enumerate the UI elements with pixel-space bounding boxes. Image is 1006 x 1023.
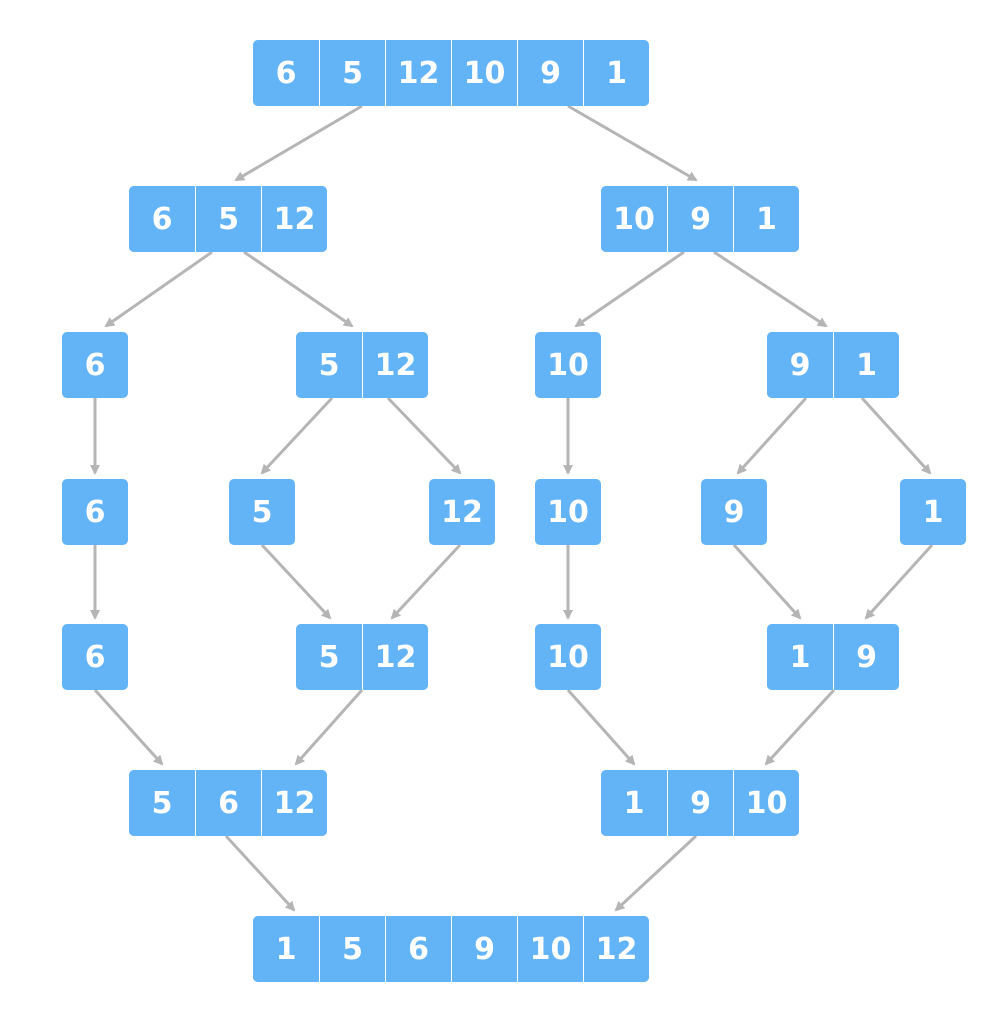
array-cell: 10 bbox=[601, 186, 667, 252]
connector-arrow bbox=[614, 834, 698, 912]
array-l3-f: 1 bbox=[900, 479, 966, 545]
connector-arrow bbox=[234, 104, 363, 182]
connector-arrow bbox=[386, 396, 462, 475]
connector-arrow bbox=[736, 396, 808, 475]
connector-arrow bbox=[566, 689, 636, 766]
connector-arrow bbox=[93, 688, 164, 766]
array-cell: 1 bbox=[601, 770, 667, 836]
array-cell: 6 bbox=[385, 916, 451, 982]
array-cell: 9 bbox=[701, 479, 767, 545]
array-l3-b: 5 bbox=[229, 479, 295, 545]
array-cell: 5 bbox=[319, 916, 385, 982]
connector-arrow bbox=[860, 396, 932, 475]
array-cell: 12 bbox=[385, 40, 451, 106]
array-cell: 6 bbox=[62, 332, 128, 398]
array-cell: 12 bbox=[362, 624, 428, 690]
array-result: 1 5 6 9 10 12 bbox=[253, 916, 649, 982]
array-cell: 9 bbox=[667, 770, 733, 836]
array-cell: 6 bbox=[195, 770, 261, 836]
array-l4-a: 6 bbox=[62, 624, 128, 690]
array-l4-d: 1 9 bbox=[767, 624, 899, 690]
array-cell: 5 bbox=[319, 40, 385, 106]
connector-arrow bbox=[713, 250, 828, 328]
array-l2-c: 10 bbox=[535, 332, 601, 398]
array-l4-b: 5 12 bbox=[296, 624, 428, 690]
array-split-right: 10 9 1 bbox=[601, 186, 799, 252]
array-l4-c: 10 bbox=[535, 624, 601, 690]
array-l2-a: 6 bbox=[62, 332, 128, 398]
array-split-left: 6 5 12 bbox=[129, 186, 327, 252]
array-cell: 5 bbox=[296, 624, 362, 690]
array-cell: 5 bbox=[296, 332, 362, 398]
connector-arrow bbox=[294, 689, 364, 766]
array-l3-c: 12 bbox=[429, 479, 495, 545]
connector-arrow bbox=[574, 250, 685, 328]
array-cell: 6 bbox=[253, 40, 319, 106]
array-root: 6 5 12 10 9 1 bbox=[253, 40, 649, 106]
connector-arrow bbox=[260, 396, 334, 475]
array-cell: 1 bbox=[833, 332, 899, 398]
array-cell: 10 bbox=[733, 770, 799, 836]
array-cell: 9 bbox=[767, 332, 833, 398]
array-cell: 12 bbox=[261, 186, 327, 252]
array-cell: 9 bbox=[451, 916, 517, 982]
array-l3-e: 9 bbox=[701, 479, 767, 545]
array-cell: 9 bbox=[833, 624, 899, 690]
connector-arrow bbox=[224, 834, 296, 912]
array-cell: 5 bbox=[229, 479, 295, 545]
array-cell: 6 bbox=[62, 624, 128, 690]
array-cell: 12 bbox=[261, 770, 327, 836]
array-cell: 12 bbox=[429, 479, 495, 545]
array-cell: 1 bbox=[733, 186, 799, 252]
array-cell: 1 bbox=[253, 916, 319, 982]
connector-arrow bbox=[732, 543, 802, 620]
array-cell: 9 bbox=[667, 186, 733, 252]
connector-arrow bbox=[243, 250, 354, 328]
array-cell: 5 bbox=[195, 186, 261, 252]
array-l3-a: 6 bbox=[62, 479, 128, 545]
array-l3-d: 10 bbox=[535, 479, 601, 545]
array-merged-left: 5 6 12 bbox=[129, 770, 327, 836]
array-cell: 10 bbox=[535, 479, 601, 545]
array-cell: 10 bbox=[535, 332, 601, 398]
connector-arrow bbox=[567, 104, 698, 182]
array-cell: 1 bbox=[900, 479, 966, 545]
connector-arrow bbox=[260, 543, 332, 620]
array-cell: 6 bbox=[62, 479, 128, 545]
connector-arrow bbox=[864, 543, 934, 620]
array-merged-right: 1 9 10 bbox=[601, 770, 799, 836]
connector-arrow bbox=[764, 688, 836, 766]
connector-arrow bbox=[104, 250, 213, 328]
array-cell: 9 bbox=[517, 40, 583, 106]
array-cell: 6 bbox=[129, 186, 195, 252]
array-cell: 10 bbox=[535, 624, 601, 690]
array-cell: 1 bbox=[583, 40, 649, 106]
array-l2-b: 5 12 bbox=[296, 332, 428, 398]
array-cell: 12 bbox=[362, 332, 428, 398]
connector-arrow bbox=[390, 543, 462, 620]
array-cell: 10 bbox=[517, 916, 583, 982]
array-cell: 5 bbox=[129, 770, 195, 836]
array-cell: 12 bbox=[583, 916, 649, 982]
array-cell: 1 bbox=[767, 624, 833, 690]
array-cell: 10 bbox=[451, 40, 517, 106]
array-l2-d: 9 1 bbox=[767, 332, 899, 398]
